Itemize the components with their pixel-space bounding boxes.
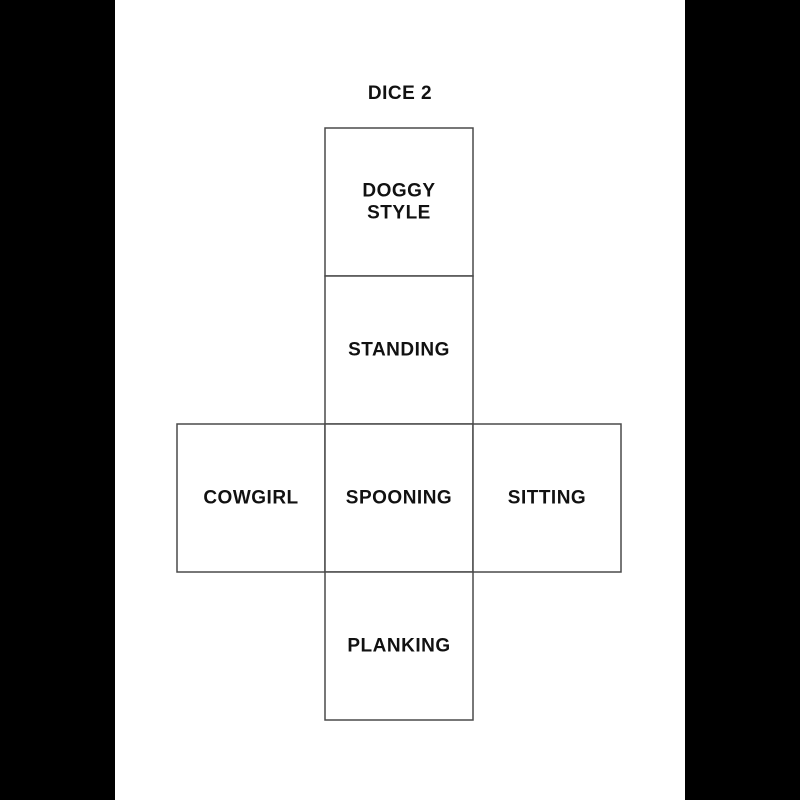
face-label-doggy-line1: DOGGY xyxy=(362,181,435,202)
face-doggy-style xyxy=(324,127,474,277)
face-label-standing: STANDING xyxy=(348,340,450,361)
face-spooning xyxy=(324,423,474,573)
face-label-cowgirl: COWGIRL xyxy=(203,488,298,509)
left-letterbox-bar xyxy=(0,0,115,800)
face-label-sitting: SITTING xyxy=(508,488,586,509)
face-planking xyxy=(324,571,474,721)
page: DICE 2 DOGGY STYLE STANDING COWGIRL SPOO… xyxy=(115,0,685,800)
face-label-planking: PLANKING xyxy=(347,636,450,657)
face-label-doggy-line2: STYLE xyxy=(367,203,431,224)
dice-net-diagram: DOGGY STYLE STANDING COWGIRL SPOONING SI… xyxy=(176,127,622,721)
face-sitting xyxy=(472,423,622,573)
diagram-title: DICE 2 xyxy=(367,83,433,104)
right-letterbox-bar xyxy=(685,0,800,800)
face-label-spooning: SPOONING xyxy=(346,488,452,509)
